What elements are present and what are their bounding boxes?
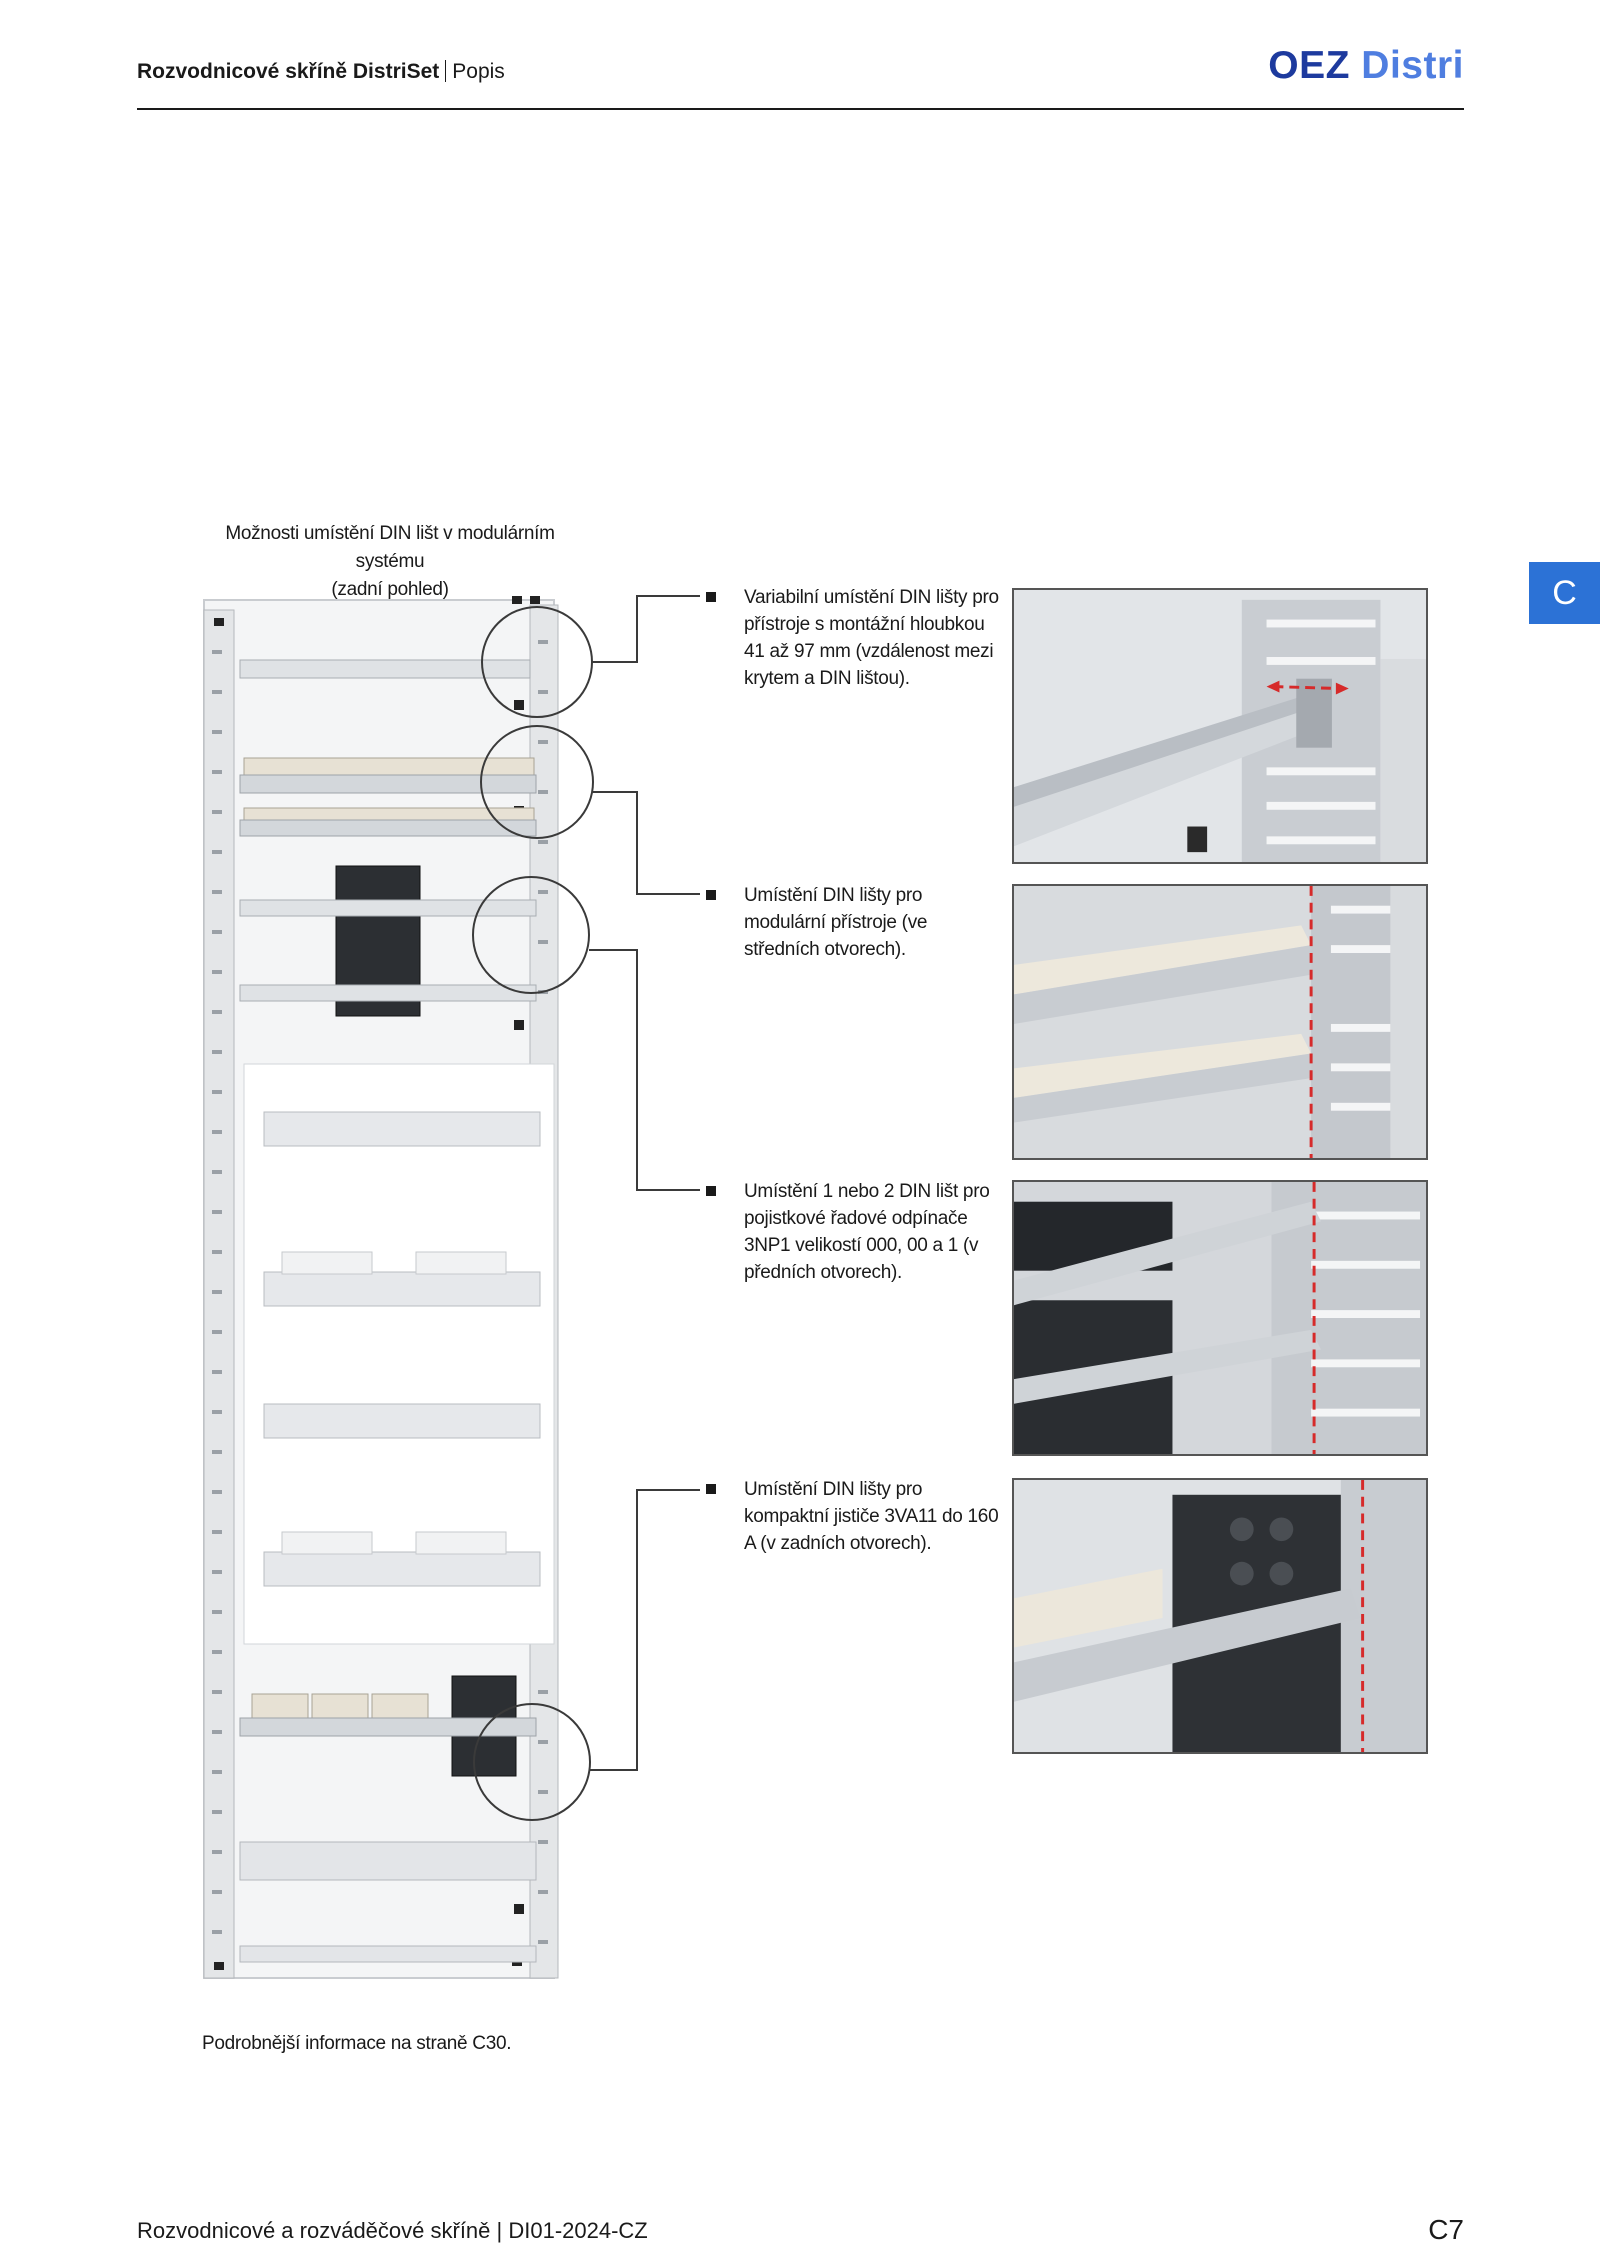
oez-distri-logo: OEZ Distri <box>1268 44 1464 88</box>
bullet-text: Variabilní umístění DIN lišty pro přístr… <box>744 587 999 689</box>
bullet-marker <box>706 1186 716 1196</box>
header-title-bold: Rozvodnicové skříně DistriSet <box>137 60 440 83</box>
logo-distri: Distri <box>1361 44 1464 87</box>
bullet-marker <box>706 592 716 602</box>
cabinet-caption-line1: Možnosti umístění DIN lišt v modulárním … <box>225 523 555 572</box>
bullet-modular-din: Umístění DIN lišty pro modulární přístro… <box>706 882 1004 963</box>
header-divider <box>137 108 1464 110</box>
bullet-text: Umístění DIN lišty pro kompaktní jističe… <box>744 1479 999 1554</box>
footnote: Podrobnější informace na straně C30. <box>202 2033 512 2054</box>
page-header-title: Rozvodnicové skříně DistriSet Popis <box>137 60 505 84</box>
detail-image-compact-breaker-din <box>1012 1478 1428 1754</box>
detail-image-modular-din <box>1012 884 1428 1160</box>
detail-image-variable-din <box>1012 588 1428 864</box>
section-tab: C <box>1529 562 1600 624</box>
logo-oez: OEZ <box>1268 44 1350 87</box>
bullet-text: Umístění DIN lišty pro modulární přístro… <box>744 885 928 960</box>
bullet-compact-breaker-din: Umístění DIN lišty pro kompaktní jističe… <box>706 1476 1004 1557</box>
bullet-text: Umístění 1 nebo 2 DIN lišt pro pojistkov… <box>744 1181 990 1283</box>
bullet-fuse-din: Umístění 1 nebo 2 DIN lišt pro pojistkov… <box>706 1178 1004 1286</box>
header-separator <box>445 60 447 82</box>
footer-document-title: Rozvodnicové a rozváděčové skříně | DI01… <box>137 2218 648 2243</box>
bullet-variable-din: Variabilní umístění DIN lišty pro přístr… <box>706 584 1004 692</box>
bullet-marker <box>706 890 716 900</box>
cabinet-caption-line2: (zadní pohled) <box>331 579 449 600</box>
detail-image-fuse-din <box>1012 1180 1428 1456</box>
header-title-rest: Popis <box>452 60 505 83</box>
cabinet-caption: Možnosti umístění DIN lišt v modulárním … <box>190 520 590 604</box>
footer-page-number: C7 <box>1428 2214 1464 2245</box>
bullet-marker <box>706 1484 716 1494</box>
